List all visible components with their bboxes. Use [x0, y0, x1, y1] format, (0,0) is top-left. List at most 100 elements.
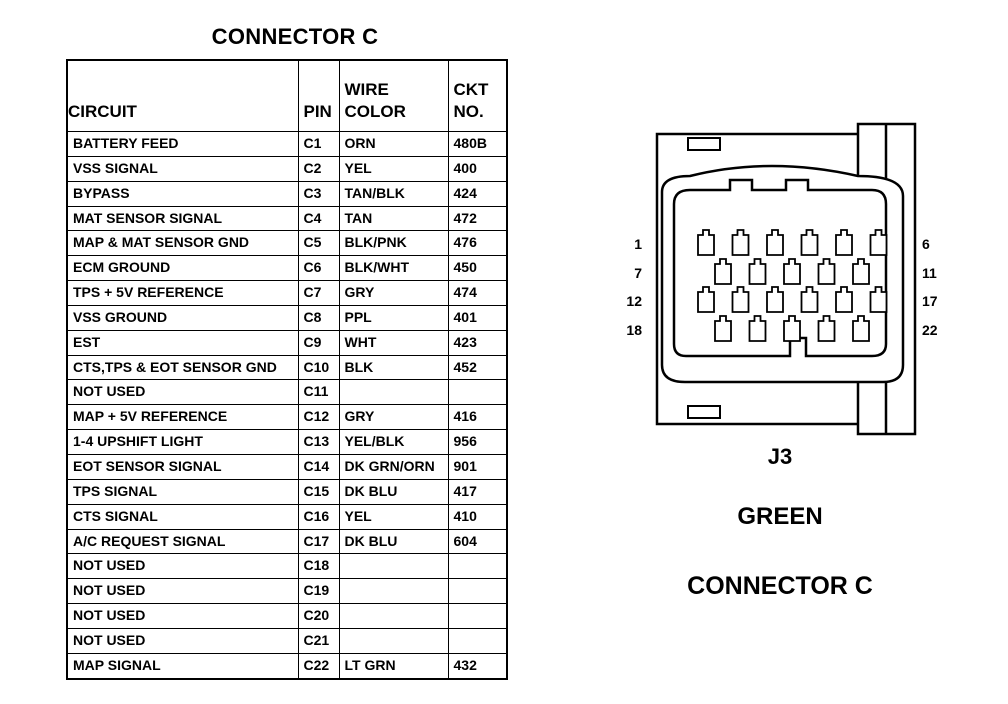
cell-ckt-no: 476: [447, 230, 508, 257]
cell-ckt-no: 424: [447, 180, 508, 207]
cell-ckt-no: [447, 379, 508, 406]
pin-terminal: [766, 286, 784, 313]
cell-circuit: VSS SIGNAL: [66, 155, 299, 182]
cell-wire-color: BLK: [338, 354, 449, 381]
cell-circuit: MAP SIGNAL: [66, 652, 299, 680]
header-ckt-no: CKT NO.: [447, 59, 508, 132]
cell-circuit: TPS + 5V REFERENCE: [66, 280, 299, 306]
cell-pin: C20: [297, 603, 340, 629]
cell-ckt-no: 472: [447, 205, 508, 232]
cell-wire-color: WHT: [338, 329, 449, 356]
cell-circuit: CTS,TPS & EOT SENSOR GND: [66, 354, 299, 381]
cell-ckt-no: 474: [447, 280, 508, 306]
cell-wire-color: [338, 553, 449, 580]
pin-row-left-label: 7: [634, 265, 642, 281]
connector-color-label: GREEN: [737, 503, 823, 530]
cell-ckt-no: [447, 578, 508, 605]
cell-ckt-no: 480B: [447, 131, 508, 157]
pin-terminal: [714, 315, 732, 342]
cell-ckt-no: [447, 603, 508, 629]
cell-circuit: NOT USED: [66, 603, 299, 629]
cell-wire-color: BLK/WHT: [338, 255, 449, 282]
bottom-lock-tab: [687, 405, 721, 419]
cell-wire-color: [338, 578, 449, 605]
cell-circuit: ECM GROUND: [66, 255, 299, 282]
pin-row-right-label: 17: [922, 293, 938, 309]
cell-circuit: BYPASS: [66, 180, 299, 207]
pin-terminal: [731, 229, 750, 256]
pin-terminal: [869, 229, 888, 256]
cell-pin: C15: [297, 478, 340, 505]
cell-pin: C19: [297, 578, 340, 605]
cell-wire-color: [338, 627, 449, 654]
pin-grid: [697, 229, 888, 342]
cell-circuit: 1-4 UPSHIFT LIGHT: [66, 429, 299, 455]
cell-circuit: EST: [66, 329, 299, 356]
cell-ckt-no: 401: [447, 304, 508, 331]
cell-wire-color: TAN/BLK: [338, 180, 449, 207]
cell-pin: C6: [297, 255, 340, 282]
cell-pin: C7: [297, 280, 340, 306]
pin-terminal: [697, 286, 715, 313]
cell-circuit: A/C REQUEST SIGNAL: [66, 528, 299, 555]
pin-terminal: [748, 315, 767, 342]
cell-circuit: BATTERY FEED: [66, 131, 299, 157]
pin-row-right-label: 6: [922, 236, 930, 252]
cell-circuit: TPS SIGNAL: [66, 478, 299, 505]
cell-wire-color: [338, 603, 449, 629]
cell-circuit: MAP & MAT SENSOR GND: [66, 230, 299, 257]
cell-wire-color: DK BLU: [338, 528, 449, 555]
pin-terminal: [697, 229, 715, 256]
cell-ckt-no: 410: [447, 503, 508, 530]
cell-pin: C4: [297, 205, 340, 232]
connector-designator: J3: [767, 444, 793, 469]
pin-cavity: [672, 178, 888, 358]
pin-terminal: [852, 258, 870, 285]
pin-terminal: [869, 286, 888, 313]
pin-terminal: [817, 258, 836, 285]
cell-ckt-no: 400: [447, 155, 508, 182]
cell-pin: C14: [297, 453, 340, 480]
top-lock-tab: [687, 137, 721, 151]
connector-table-title: CONNECTOR C: [211, 24, 379, 49]
pin-terminal: [835, 229, 853, 256]
table-header-row: CIRCUIT PIN WIRE COLOR CKT NO.: [66, 59, 508, 132]
cell-ckt-no: 956: [447, 429, 508, 455]
cell-wire-color: DK BLU: [338, 478, 449, 505]
cell-circuit: NOT USED: [66, 379, 299, 406]
cell-pin: C3: [297, 180, 340, 207]
cell-ckt-no: 450: [447, 255, 508, 282]
cell-pin: C16: [297, 503, 340, 530]
pin-terminal: [783, 315, 801, 342]
cell-pin: C10: [297, 354, 340, 381]
cell-wire-color: ORN: [338, 131, 449, 157]
pin-terminal: [817, 315, 836, 342]
connector-name-label: CONNECTOR C: [687, 572, 873, 600]
cell-wire-color: PPL: [338, 304, 449, 331]
cell-pin: C17: [297, 528, 340, 555]
header-pin: PIN: [297, 59, 340, 132]
cell-wire-color: DK GRN/ORN: [338, 453, 449, 480]
cell-pin: C18: [297, 553, 340, 580]
pin-row-left-label: 1: [634, 236, 642, 252]
cell-pin: C8: [297, 304, 340, 331]
cell-pin: C9: [297, 329, 340, 356]
cell-ckt-no: 432: [447, 652, 508, 680]
cell-pin: C12: [297, 404, 340, 431]
pinout-table: CIRCUIT PIN WIRE COLOR CKT NO. BATTERY F…: [66, 59, 508, 680]
